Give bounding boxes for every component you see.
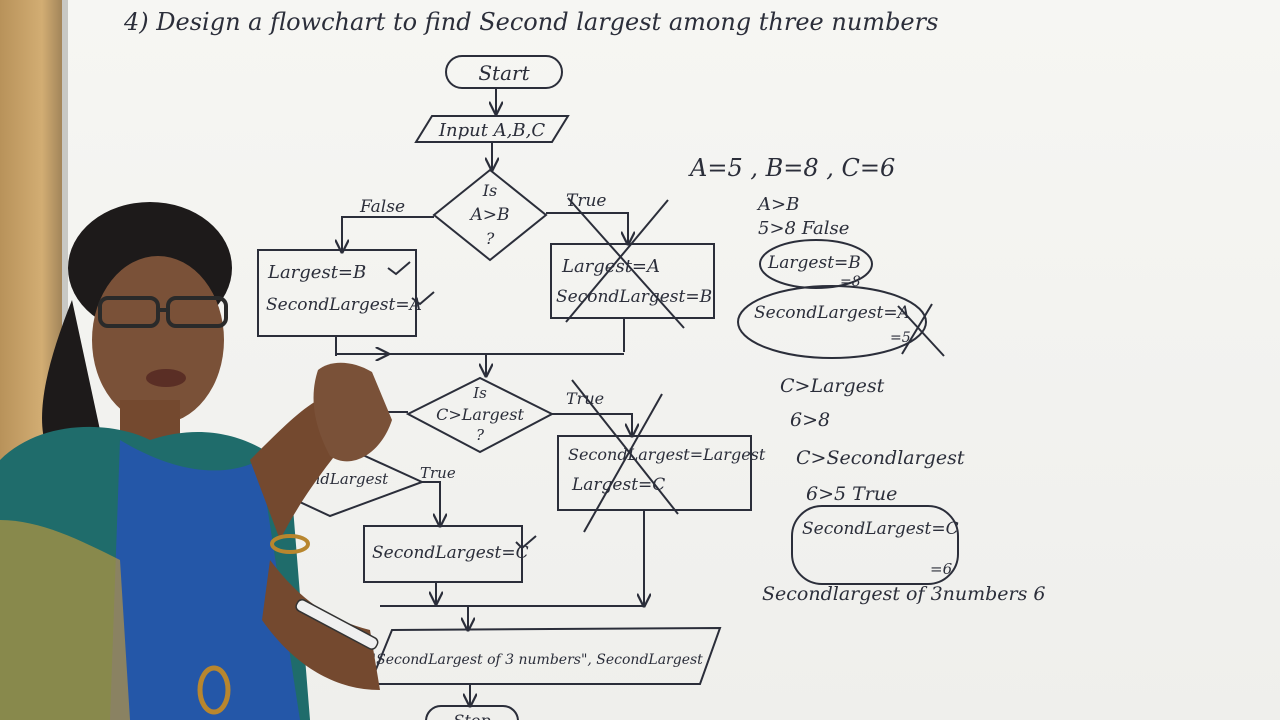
decision1-true-label: True [566, 191, 606, 211]
stop-label: Stop [453, 711, 490, 720]
decision2-line2: C>Largest [436, 405, 524, 424]
working-line1: A>B [756, 194, 799, 215]
box-false-line1: Largest=B [267, 262, 366, 283]
box-second-label: SecondLargest=C [372, 543, 529, 563]
working-second2: SecondLargest=C [802, 519, 959, 539]
decision2-true-label: True [566, 389, 604, 408]
decision1-line3: ? [486, 229, 495, 248]
working-line6: 6>5 True [806, 483, 897, 505]
decision2-line1: Is [472, 384, 487, 402]
working-line5: C>Secondlargest [796, 447, 965, 469]
working-result: Secondlargest of 3numbers 6 [762, 583, 1046, 605]
decision-a-gt-b [432, 168, 548, 262]
decision1-line1: Is [482, 181, 498, 200]
decision1-false-label: False [359, 197, 405, 217]
working-largest-val: =8 [840, 274, 861, 290]
box-true2-line1: SecondLargest=Largest [568, 445, 766, 464]
box-secondlargest-c [363, 525, 523, 583]
circle-secondlargest-c [791, 505, 959, 585]
decision2-line3: ? [476, 426, 485, 444]
stop-terminal [425, 705, 519, 720]
input-label: Input A,B,C [438, 120, 545, 141]
question-title: 4) Design a flowchart to find Second lar… [123, 8, 938, 36]
decision1-line2: A>B [468, 205, 509, 225]
decision-c-gt-largest [405, 376, 555, 454]
box-true2-line2: Largest=C [571, 475, 665, 495]
working-second2-val: =6 [930, 560, 953, 578]
working-line3: C>Largest [780, 375, 885, 397]
working-line4: 6>8 [790, 409, 830, 431]
working-values: A=5 , B=8 , C=6 [688, 154, 895, 182]
output-label: Print "SecondLargest of 3 numbers", Seco… [329, 652, 703, 668]
box-secondlargest-largest [557, 435, 752, 511]
decision3-label: C>SecondLargest [250, 470, 389, 488]
circle-secondlargest [737, 285, 927, 359]
working-line2: 5>8 False [758, 218, 849, 239]
working-second: SecondLargest=A [754, 303, 910, 323]
start-label: Start [478, 61, 530, 85]
box-true-line2: SecondLargest=B [556, 287, 712, 307]
input-parallelogram [414, 115, 570, 143]
box-true-line1: Largest=A [561, 256, 660, 277]
circle-largest [759, 239, 873, 289]
start-terminal [445, 55, 563, 89]
decision2-false-label: False [339, 389, 382, 408]
decision3-true-label: True [420, 464, 456, 482]
working-largest: Largest=B [767, 253, 861, 273]
box-false-line2: SecondLargest=A [266, 295, 422, 315]
working-second-val: =5 [890, 330, 911, 346]
